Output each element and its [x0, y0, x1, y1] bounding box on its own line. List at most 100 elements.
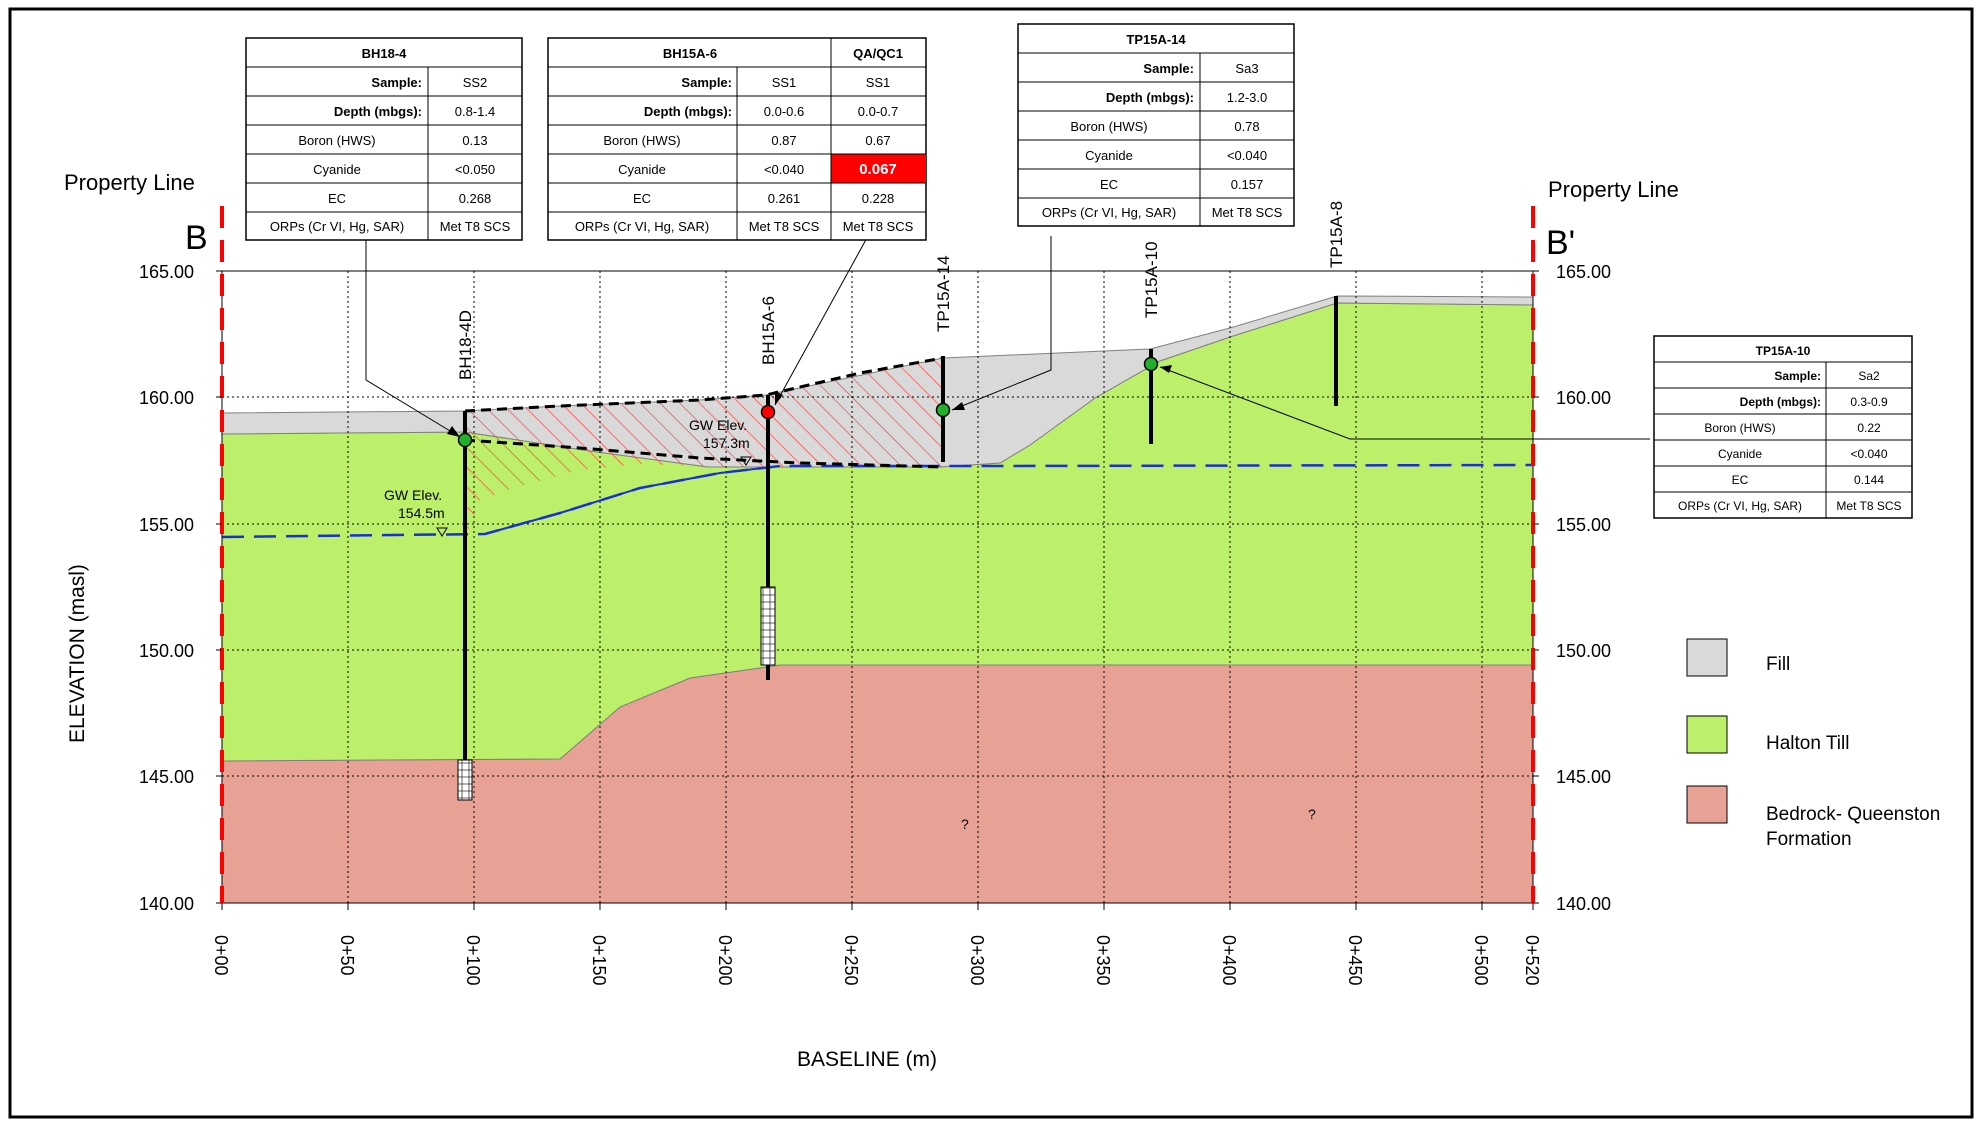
row-value: 0.268 — [459, 191, 492, 206]
table-title-qaqc: QA/QC1 — [853, 46, 903, 61]
row-label: Sample: — [1143, 61, 1194, 76]
row-label: ORPs (Cr VI, Hg, SAR) — [575, 219, 709, 234]
row-label: Cyanide — [1718, 447, 1762, 461]
legend-swatch-bedrock — [1686, 785, 1728, 824]
gw-marker-1 — [436, 527, 448, 537]
section-label-end: B' — [1546, 224, 1575, 262]
groundwater-line-lower — [484, 465, 781, 535]
row-value: Met T8 SCS — [749, 219, 820, 234]
gw-label-1-line2: 154.5m — [398, 505, 445, 521]
x-tick-label: 0+200 — [715, 935, 735, 986]
y-tick-label: 145.00 — [139, 767, 194, 787]
y-tick-label: 150.00 — [1556, 641, 1611, 661]
borehole-label-tp15a-14: TP15A-14 — [934, 255, 953, 332]
y-axis-ticks-right — [1533, 270, 1539, 904]
row-label: Boron (HWS) — [1070, 119, 1147, 134]
row-label: Depth (mbgs): — [1740, 395, 1821, 409]
table-title: TP15A-14 — [1126, 32, 1186, 47]
row-label: Boron (HWS) — [1704, 421, 1775, 435]
x-tick-label: 0+150 — [589, 935, 609, 986]
row-value: 0.0-0.6 — [764, 104, 804, 119]
row-value: 0.13 — [462, 133, 487, 148]
table-bh15a-6: BH15A-6 QA/QC1 Sample: SS1 SS1 Depth (mb… — [547, 37, 927, 241]
row-label: Cyanide — [313, 162, 361, 177]
row-value: 0.144 — [1854, 473, 1884, 487]
x-tick-label: 0+520 — [1522, 935, 1542, 986]
row-label: Cyanide — [618, 162, 666, 177]
row-label: Depth (mbgs): — [644, 104, 732, 119]
row-label: EC — [328, 191, 346, 206]
table-bh18-4: BH18-4 Sample: SS2 Depth (mbgs): 0.8-1.4… — [245, 37, 523, 241]
row-value: 0.87 — [771, 133, 796, 148]
sample-point-tp15a-14 — [935, 402, 951, 418]
figure-border — [8, 7, 1974, 1119]
row-label: EC — [633, 191, 651, 206]
row-label: Sample: — [1774, 369, 1821, 383]
table-tp15a-10: TP15A-10 Sample: Sa2 Depth (mbgs): 0.3-0… — [1653, 335, 1913, 519]
borehole-label-bh18-4d: BH18-4D — [456, 310, 475, 380]
y-tick-label: 165.00 — [139, 262, 194, 282]
gw-label-2-line2: 157.3m — [703, 435, 750, 451]
row-value: Sa3 — [1235, 61, 1258, 76]
leader-lines — [365, 235, 1650, 440]
table-title: BH18-4 — [362, 46, 408, 61]
gw-marker-2 — [740, 456, 752, 466]
row-label: EC — [1732, 473, 1749, 487]
gw-label-1-line1: GW Elev. — [384, 487, 442, 503]
row-value: 0.22 — [1857, 421, 1881, 435]
y-tick-label: 160.00 — [139, 388, 194, 408]
exceedance-cell — [831, 154, 926, 183]
row-value: Met T8 SCS — [843, 219, 914, 234]
row-value: 0.8-1.4 — [455, 104, 495, 119]
legend-label-bedrock-2: Formation — [1766, 829, 1852, 850]
table-title: BH15A-6 — [663, 46, 717, 61]
x-tick-label: 0+100 — [463, 935, 483, 986]
x-tick-label: 0+350 — [1093, 935, 1113, 986]
row-value: SS2 — [463, 75, 488, 90]
row-value: Sa2 — [1858, 369, 1880, 383]
row-label: Sample: — [371, 75, 422, 90]
sample-point-tp15a-10 — [1143, 356, 1159, 372]
y-tick-label: 165.00 — [1556, 262, 1611, 282]
legend-label-fill: Fill — [1766, 654, 1790, 675]
y-tick-label: 155.00 — [1556, 515, 1611, 535]
legend-swatch-fill — [1686, 638, 1728, 677]
x-tick-label: 0+300 — [967, 935, 987, 986]
table-title: TP15A-10 — [1756, 344, 1811, 358]
row-label: EC — [1100, 177, 1118, 192]
y-tick-label: 140.00 — [139, 894, 194, 914]
borehole-label-tp15a-8: TP15A-8 — [1327, 201, 1346, 268]
table-tp15a-14: TP15A-14 Sample: Sa3 Depth (mbgs): 1.2-3… — [1017, 23, 1295, 227]
y-tick-labels-left: 165.00 160.00 155.00 150.00 145.00 140.0… — [139, 262, 194, 914]
row-value: SS1 — [772, 75, 797, 90]
property-line-label-left: Property Line — [64, 170, 195, 195]
row-label: ORPs (Cr VI, Hg, SAR) — [1678, 499, 1802, 513]
legend: Fill Halton Till Bedrock- Queenston Form… — [1686, 638, 1940, 850]
row-value: SS1 — [866, 75, 891, 90]
x-tick-label: 0+450 — [1345, 935, 1365, 986]
unknown-mark-1: ? — [961, 816, 969, 832]
row-value: <0.040 — [1850, 447, 1887, 461]
row-value: 0.157 — [1231, 177, 1264, 192]
y-axis-title: ELEVATION (masl) — [66, 564, 89, 743]
row-value: 0.0-0.7 — [858, 104, 898, 119]
screen-bh18-4d — [457, 759, 473, 801]
x-tick-label: 0+50 — [337, 935, 357, 976]
x-tick-labels: 0+00 0+50 0+100 0+150 0+200 0+250 0+300 … — [211, 935, 1542, 986]
y-tick-label: 145.00 — [1556, 767, 1611, 787]
row-label: Sample: — [681, 75, 732, 90]
row-value: 0.228 — [862, 191, 895, 206]
unknown-mark-2: ? — [1308, 806, 1316, 822]
row-value: 1.2-3.0 — [1227, 90, 1267, 105]
y-tick-label: 155.00 — [139, 515, 194, 535]
leader-arrowheads — [447, 365, 1172, 437]
row-value: Met T8 SCS — [1836, 499, 1901, 513]
y-tick-label: 140.00 — [1556, 894, 1611, 914]
sample-point-bh15a-6 — [760, 404, 776, 420]
row-value: <0.040 — [1227, 148, 1267, 163]
property-line-label-right: Property Line — [1548, 177, 1679, 202]
row-label: Boron (HWS) — [603, 133, 680, 148]
x-tick-label: 0+400 — [1219, 935, 1239, 986]
y-tick-labels-right: 165.00 160.00 155.00 150.00 145.00 140.0… — [1556, 262, 1611, 914]
